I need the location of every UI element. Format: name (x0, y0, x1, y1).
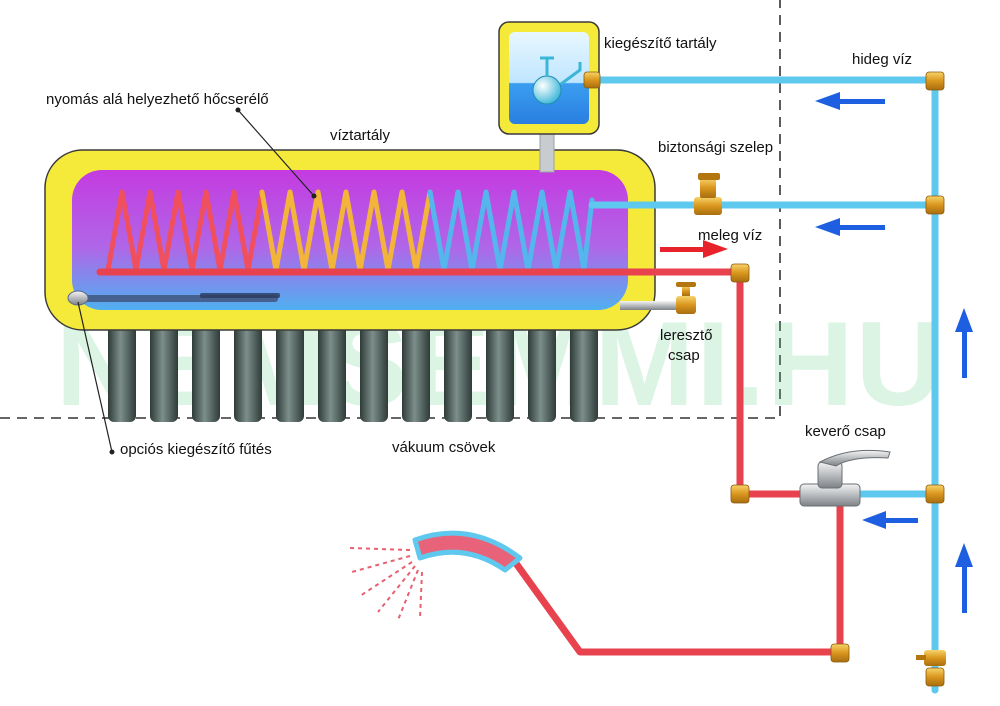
arrow-up-icon (955, 308, 973, 378)
expansion-connector-pipe (539, 129, 555, 173)
shower-spray (349, 547, 423, 621)
tank-water (72, 170, 628, 310)
coil-warm-section (259, 189, 433, 273)
float-valve-arm (540, 56, 582, 86)
leader-dot (109, 449, 115, 455)
arrow-left-icon (862, 511, 918, 529)
shower-head (412, 530, 523, 573)
coil-cold-section (427, 189, 595, 273)
cold-water-pipes (586, 76, 939, 694)
drain-pipe (620, 301, 686, 310)
label-drain-valve-line1: leresztő (660, 327, 713, 344)
arrow-right-icon (660, 240, 728, 258)
label-cold-water: hideg víz (852, 51, 912, 68)
arrow-left-icon (815, 218, 885, 236)
label-drain-valve-line2: csap (668, 347, 700, 364)
pipe-fittings (583, 71, 945, 687)
leader-dot (235, 107, 241, 113)
drain-valve (676, 282, 696, 314)
label-hot-water: meleg víz (698, 227, 762, 244)
optional-heater-element (67, 290, 280, 306)
safety-valve (694, 173, 722, 215)
label-optional-heater: opciós kiegészítő fűtés (120, 441, 272, 458)
flow-arrows (660, 92, 973, 613)
label-vacuum-tubes: vákuum csövek (392, 439, 496, 456)
mixing-valve (799, 449, 891, 507)
leader-dot (311, 193, 317, 199)
label-heat-exchanger: nyomás alá helyezhető hőcserélő (46, 91, 269, 108)
label-safety-valve: biztonsági szelep (658, 139, 773, 156)
arrow-left-icon (815, 92, 885, 110)
label-expansion-tank: kiegészítő tartály (604, 35, 717, 52)
label-mixing-valve: keverő csap (805, 423, 886, 440)
heat-exchanger-coil (96, 189, 939, 276)
inlet-stop-valve (916, 650, 946, 666)
label-water-tank: víztartály (330, 127, 391, 144)
arrow-up-icon (955, 543, 973, 613)
float-ball (532, 75, 562, 105)
coil-hot-section (105, 189, 265, 273)
leader-lines (77, 109, 315, 453)
